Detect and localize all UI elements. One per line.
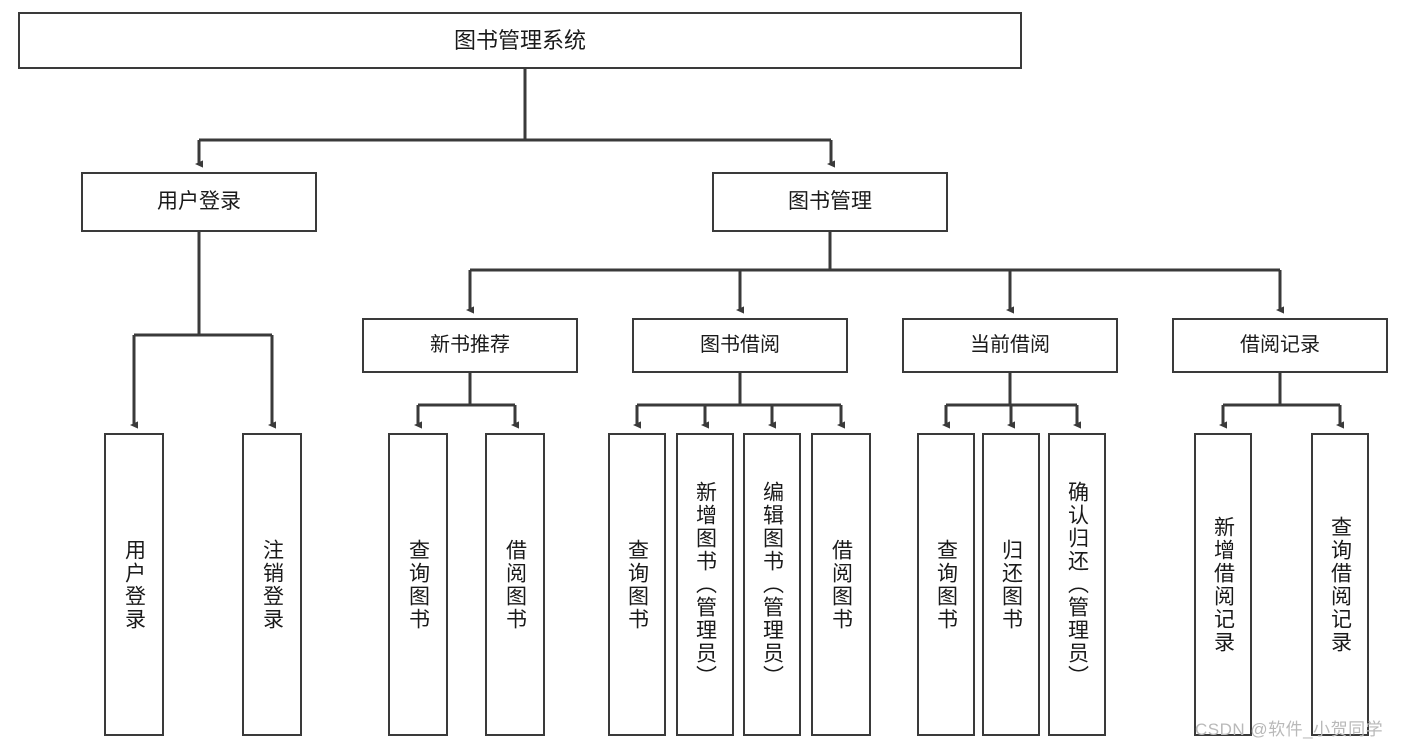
node-leaf-add-record[interactable]: 新增借阅记录 <box>1194 433 1252 736</box>
node-leaf-query-book-3[interactable]: 查询图书 <box>917 433 975 736</box>
node-leaf-borrow-book-2[interactable]: 借阅图书 <box>811 433 871 736</box>
node-borrow-record[interactable]: 借阅记录 <box>1172 318 1388 373</box>
node-leaf-borrow-book-2-label: 借阅图书 <box>829 538 853 631</box>
node-leaf-user-logout-label: 注销登录 <box>260 538 284 631</box>
node-leaf-user-logout[interactable]: 注销登录 <box>242 433 302 736</box>
node-leaf-borrow-book-1[interactable]: 借阅图书 <box>485 433 545 736</box>
node-user-login-label: 用户登录 <box>157 189 241 213</box>
node-leaf-borrow-book-1-label: 借阅图书 <box>503 538 527 631</box>
node-leaf-add-book[interactable]: 新增图书（管理员） <box>676 433 734 736</box>
node-leaf-query-book-1[interactable]: 查询图书 <box>388 433 448 736</box>
node-leaf-query-record[interactable]: 查询借阅记录 <box>1311 433 1369 736</box>
node-leaf-user-login[interactable]: 用户登录 <box>104 433 164 736</box>
csdn-watermark: CSDN @软件_小贺同学 <box>1195 720 1384 739</box>
node-leaf-return-book-label: 归还图书 <box>999 538 1023 631</box>
node-leaf-query-book-1-label: 查询图书 <box>406 538 430 631</box>
node-leaf-add-record-label: 新增借阅记录 <box>1211 515 1235 654</box>
node-leaf-edit-book-label: 编辑图书（管理员） <box>760 481 784 688</box>
node-leaf-confirm-return-label: 确认归还（管理员） <box>1065 481 1089 688</box>
node-new-book-recommend-label: 新书推荐 <box>430 333 510 356</box>
node-leaf-return-book[interactable]: 归还图书 <box>982 433 1040 736</box>
node-leaf-add-book-label: 新增图书（管理员） <box>693 481 717 688</box>
node-leaf-query-book-3-label: 查询图书 <box>934 538 958 631</box>
node-leaf-query-record-label: 查询借阅记录 <box>1328 515 1352 654</box>
node-current-borrow-label: 当前借阅 <box>970 333 1050 356</box>
node-root-label: 图书管理系统 <box>453 27 586 53</box>
node-leaf-query-book-2[interactable]: 查询图书 <box>608 433 666 736</box>
node-leaf-confirm-return[interactable]: 确认归还（管理员） <box>1048 433 1106 736</box>
node-leaf-user-login-label: 用户登录 <box>122 538 146 631</box>
node-leaf-edit-book[interactable]: 编辑图书（管理员） <box>743 433 801 736</box>
node-new-book-recommend[interactable]: 新书推荐 <box>362 318 578 373</box>
node-user-login[interactable]: 用户登录 <box>81 172 317 232</box>
node-book-management-label: 图书管理 <box>788 189 872 213</box>
node-borrow-record-label: 借阅记录 <box>1240 333 1320 356</box>
node-leaf-query-book-2-label: 查询图书 <box>625 538 649 631</box>
node-current-borrow[interactable]: 当前借阅 <box>902 318 1118 373</box>
node-book-borrow-label: 图书借阅 <box>700 333 780 356</box>
node-root[interactable]: 图书管理系统 <box>18 12 1022 69</box>
node-book-borrow[interactable]: 图书借阅 <box>632 318 848 373</box>
node-book-management[interactable]: 图书管理 <box>712 172 948 232</box>
